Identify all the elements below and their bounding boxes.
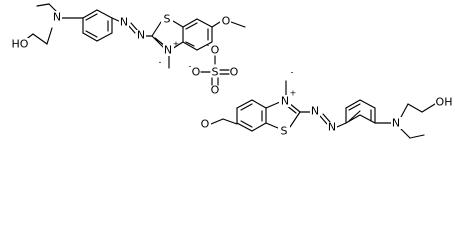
chemical-structure-drawing: HO N N N S N + - O O: [11, 3, 453, 139]
upper-azo-nitrogen-1-label: N: [120, 16, 128, 29]
lower-azo-nitrogen-2-label: N: [328, 121, 336, 134]
lower-hydroxyl-label: OH: [436, 96, 453, 109]
upper-cation: HO N N N S N + - O: [11, 3, 246, 69]
upper-n-methyl-label: -: [159, 58, 162, 67]
sulfate-oxygen-bottom-label: O: [211, 84, 220, 97]
sulfate-labels: O - S O - O O: [189, 41, 239, 97]
lower-thiazole-sulfur-label: S: [281, 125, 288, 138]
lower-thiazole-nitrogen-label: N: [281, 95, 289, 108]
sulfate-sulfur-label: S: [212, 66, 219, 79]
lower-amine-nitrogen-label: N: [392, 117, 400, 130]
upper-thiazole-nitrogen-label: N: [164, 44, 172, 57]
sulfate-oxygen-left-charge-label: -: [189, 62, 192, 71]
sulfate-oxygen-top-charge-label: -: [207, 41, 210, 50]
lower-methoxy-oxygen-label: O: [201, 118, 210, 131]
lower-thiazolium-charge-label: +: [290, 89, 297, 98]
upper-cation-bonds: [19, 3, 246, 69]
sulfate-anion: O - S O - O O: [189, 41, 239, 97]
sulfate-oxygen-right-label: O: [230, 66, 239, 79]
upper-azo-nitrogen-2-label: N: [137, 29, 145, 42]
upper-methoxy-oxygen-label: O: [222, 15, 231, 28]
upper-cation-labels: HO N N N S N + - O: [11, 11, 231, 67]
upper-thiazolium-charge-label: +: [173, 40, 180, 49]
sulfate-oxygen-top-label: O: [211, 44, 220, 57]
lower-azo-nitrogen-1-label: N: [311, 105, 319, 118]
upper-hydroxyl-label: HO: [12, 38, 29, 51]
lower-n-methyl-label: -: [291, 68, 294, 77]
lower-cation-labels: O N + - S N N N OH: [200, 68, 453, 138]
sulfate-bonds: [200, 55, 230, 86]
sulfate-oxygen-left-label: O: [192, 66, 201, 79]
lower-cation-bonds: [210, 80, 436, 139]
upper-amine-nitrogen-label: N: [53, 11, 61, 24]
lower-cation: O N + - S N N N OH: [200, 68, 453, 139]
upper-thiazole-sulfur-label: S: [164, 13, 171, 26]
